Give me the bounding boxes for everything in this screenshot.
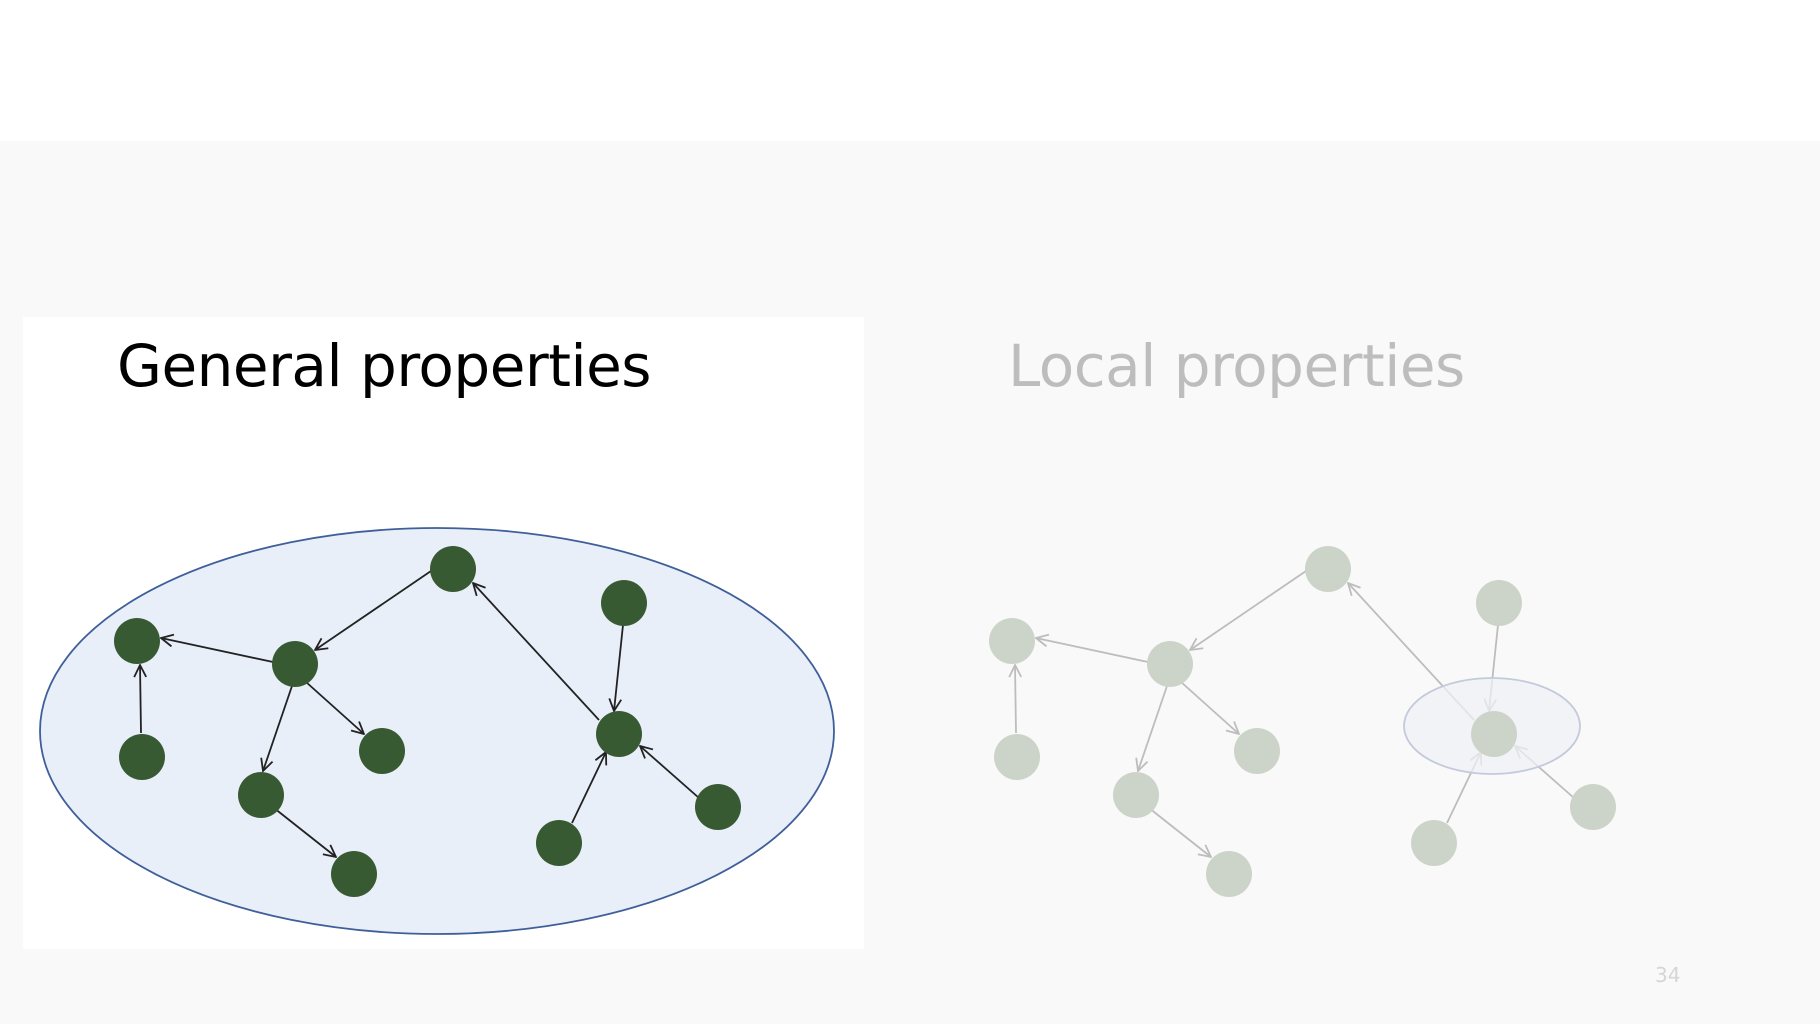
- graph-node: [596, 711, 642, 757]
- graph-node: [238, 772, 284, 818]
- graph-node: [430, 546, 476, 592]
- graph-node: [1471, 711, 1517, 757]
- local-edges: [1015, 570, 1575, 857]
- edge: [1180, 681, 1239, 734]
- graph-node: [1147, 641, 1193, 687]
- local-graph: [989, 546, 1616, 897]
- edge: [640, 746, 700, 799]
- local-nodes: [989, 546, 1616, 897]
- top-band: [0, 0, 1820, 141]
- graph-node: [536, 820, 582, 866]
- general-graph: [39, 527, 835, 935]
- edge: [315, 570, 432, 650]
- graph-node: [601, 580, 647, 626]
- edge: [1036, 638, 1149, 663]
- graph-node: [272, 641, 318, 687]
- edge: [263, 685, 293, 771]
- graph-node: [114, 618, 160, 664]
- local-properties-title: Local properties: [1008, 332, 1465, 400]
- graph-node: [1411, 820, 1457, 866]
- edge: [161, 638, 274, 663]
- graph-node: [119, 734, 165, 780]
- graph-node: [695, 784, 741, 830]
- edge: [1015, 665, 1016, 734]
- general-properties-title: General properties: [117, 332, 652, 400]
- edge: [571, 752, 606, 824]
- edge: [273, 807, 336, 857]
- general-scope-ellipse: [39, 527, 835, 935]
- graph-node: [1570, 784, 1616, 830]
- edge: [1190, 570, 1307, 650]
- graph-node: [331, 851, 377, 897]
- graph-node: [1206, 851, 1252, 897]
- edge: [1148, 807, 1211, 857]
- graph-node: [994, 734, 1040, 780]
- graph-node: [359, 728, 405, 774]
- page-number: 34: [1655, 963, 1681, 987]
- graph-node: [1476, 580, 1522, 626]
- general-edges: [140, 570, 700, 857]
- graph-node: [989, 618, 1035, 664]
- graph-node: [1234, 728, 1280, 774]
- graph-node: [1113, 772, 1159, 818]
- general-nodes: [114, 546, 741, 897]
- edge: [473, 583, 600, 721]
- edge: [140, 665, 141, 734]
- graph-node: [1305, 546, 1351, 592]
- edge: [1138, 685, 1168, 771]
- edge: [305, 681, 364, 734]
- edge: [614, 624, 624, 711]
